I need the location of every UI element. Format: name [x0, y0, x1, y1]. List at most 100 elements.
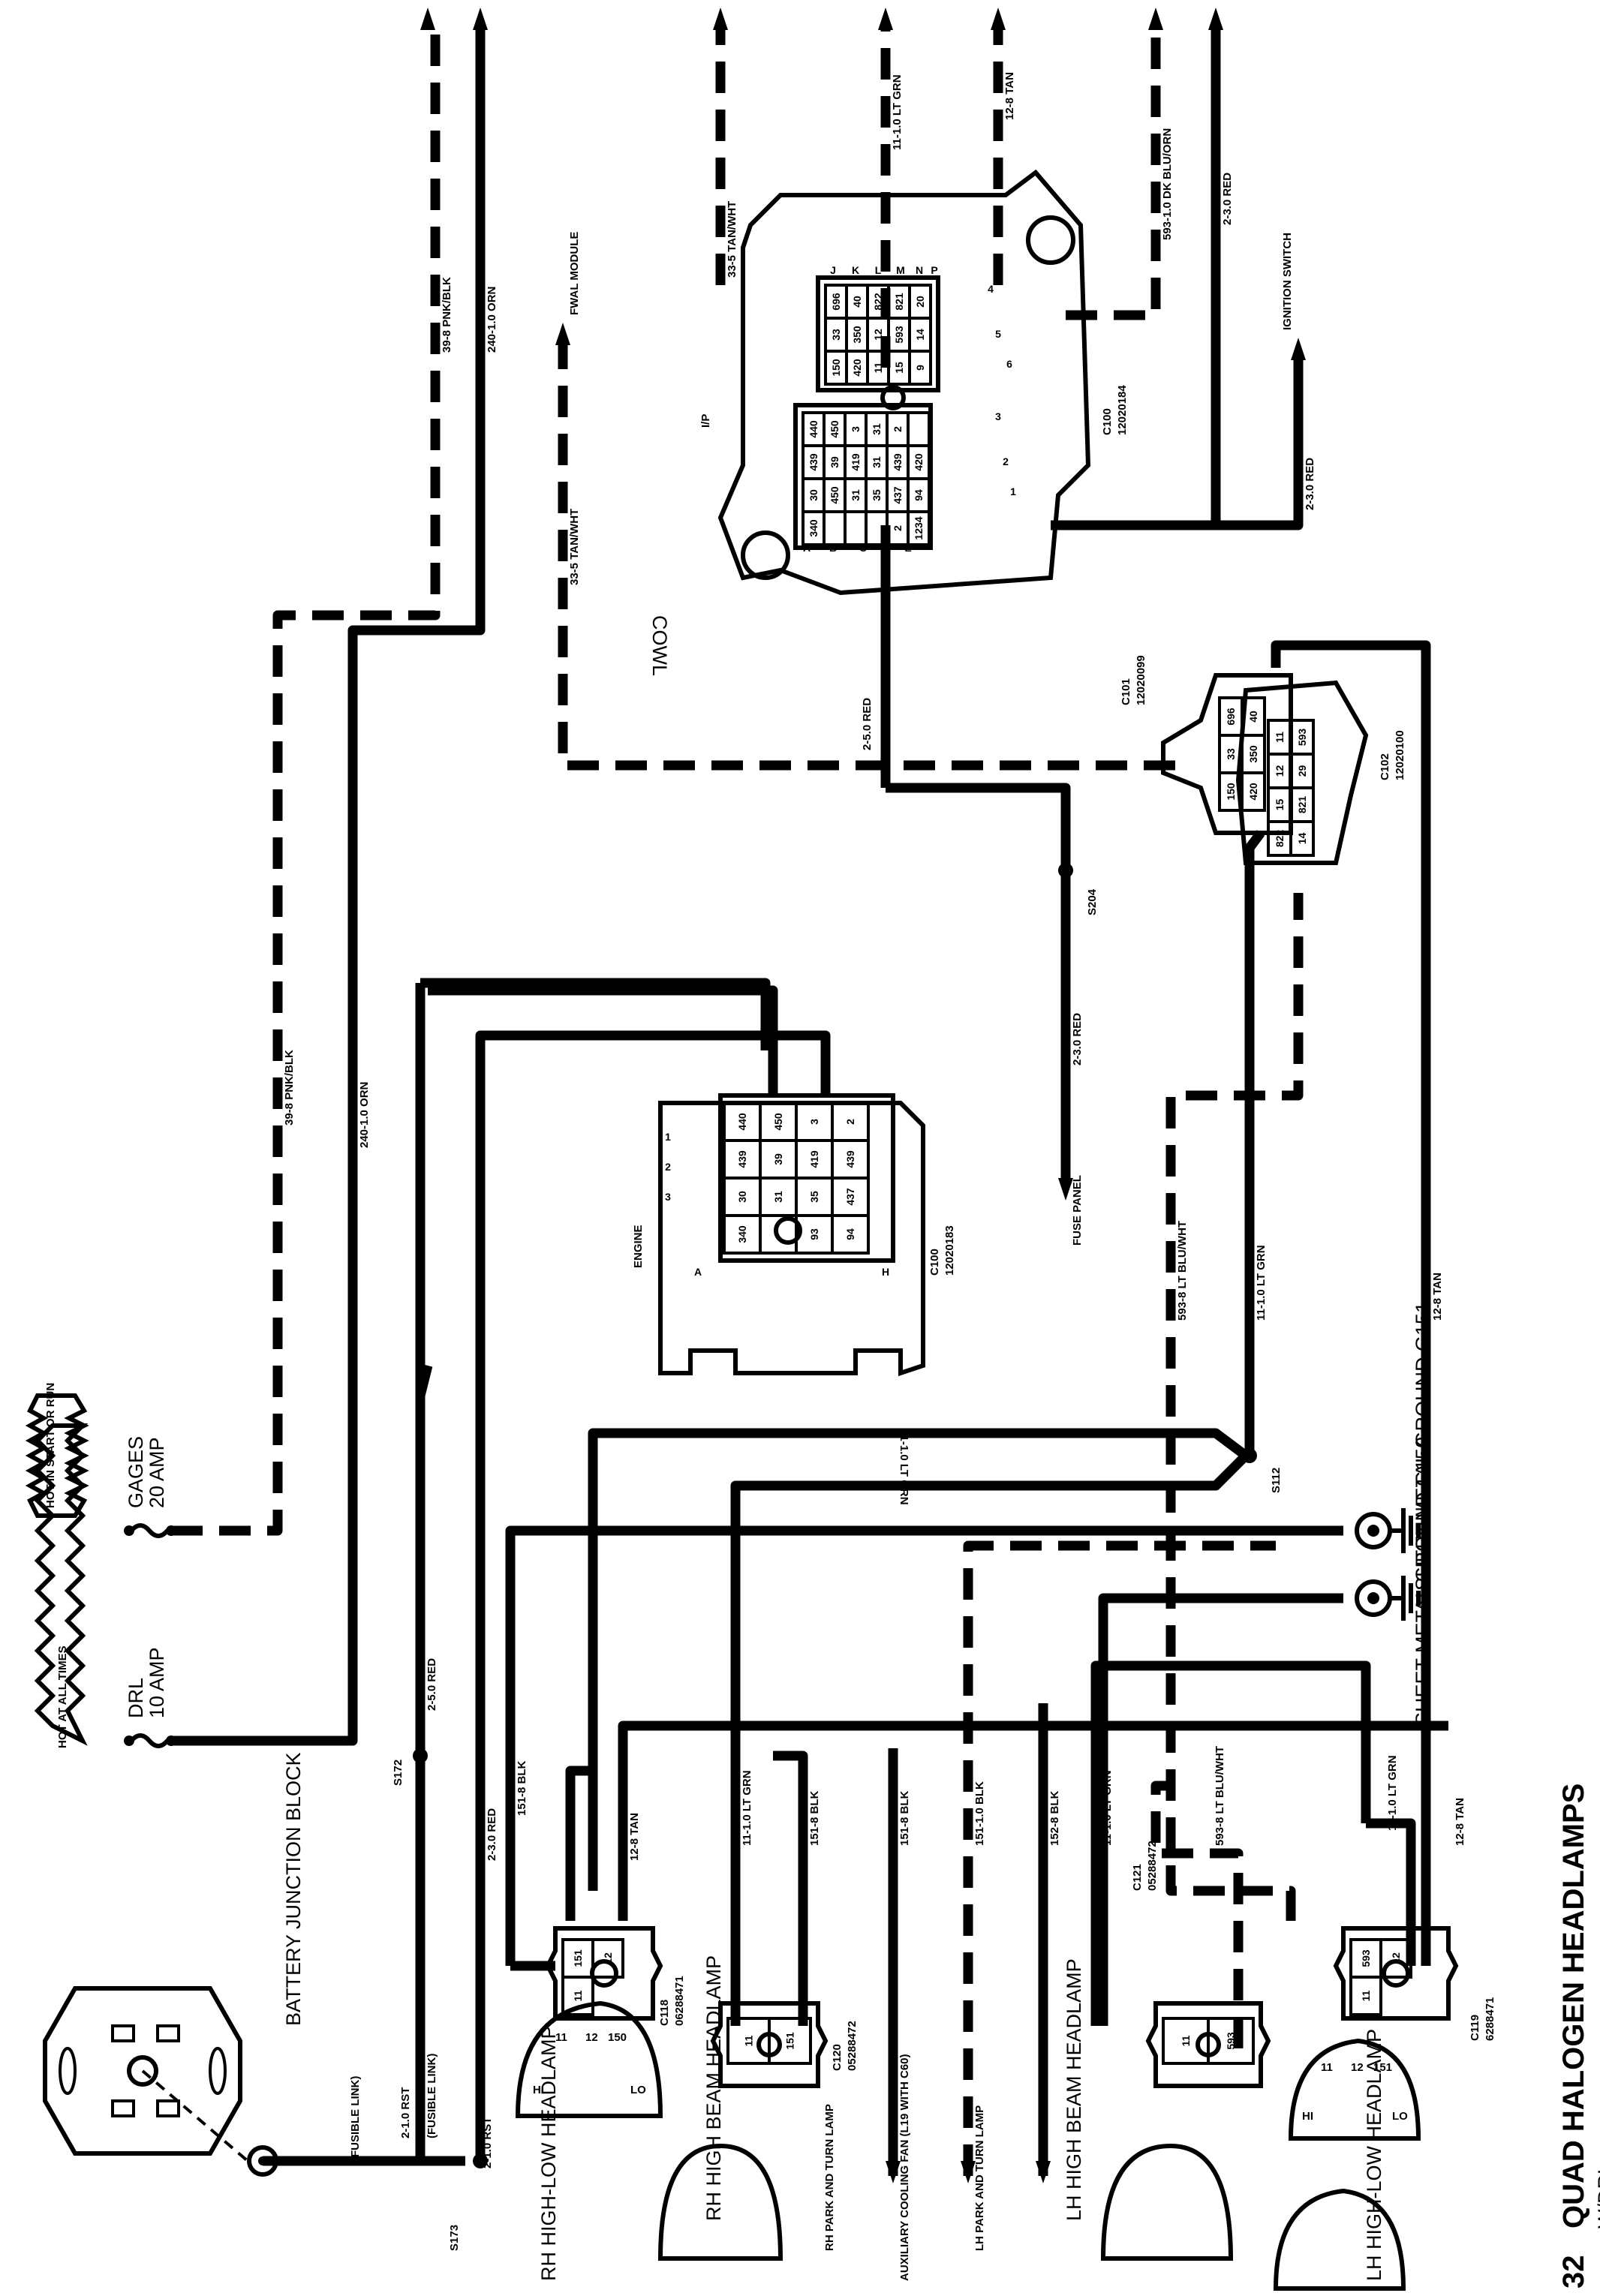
wire-label-pnk-lower: 39-8 PNK/BLK	[283, 1050, 296, 1125]
cavity-label: 31	[772, 1191, 784, 1203]
c118-name: C118	[658, 2000, 671, 2026]
cavity-label: 150	[830, 359, 842, 377]
wire-label-red3-ign: 2-3.0 RED	[1304, 458, 1316, 510]
lh-high-low-lamp-lower	[1273, 2188, 1406, 2291]
cavity-label: 31	[871, 456, 883, 468]
c119-part: 6288471	[1484, 1997, 1496, 2041]
c118-outline	[545, 1926, 663, 2021]
lh-hilo-lo: LO	[1392, 2110, 1408, 2123]
c100-engine-pin-a: A	[694, 1266, 702, 1278]
ground-g150-label: SHEET METAL GROUND G150	[1412, 1437, 1434, 1726]
cavity	[768, 2017, 812, 2065]
c100-ip-pin-d: D	[882, 542, 889, 554]
wire-pnk-blk-39	[171, 23, 441, 1536]
cavity-label: 420	[1247, 783, 1259, 801]
cavity-label: 11	[1360, 1990, 1372, 2001]
cavity	[1207, 2017, 1255, 2065]
c100-ip-pin-n: N	[916, 264, 923, 276]
cavity-label: 439	[736, 1150, 748, 1168]
wire-label-tan-rh: 12-8 TAN	[628, 1813, 641, 1861]
wire-label-ltgrn-s112: 11-1.0 LT GRN	[898, 1429, 910, 1505]
cavity-label: 437	[844, 1188, 856, 1206]
cavity	[1379, 1938, 1412, 1979]
cavity-label: 40	[851, 296, 863, 308]
c121-part: 05288472	[1146, 1841, 1159, 1891]
c100-ip-pin-b: B	[829, 542, 837, 554]
wire-label-red5-left: 2-5.0 RED	[426, 1658, 438, 1711]
cavity-label: 420	[851, 359, 863, 377]
cavity-label: 151	[572, 1949, 584, 1967]
c120-outline	[710, 2001, 829, 2088]
cavity-label: 450	[772, 1113, 784, 1131]
aux-fan-label: AUXILIARY COOLING FAN (L19 WITH C60)	[898, 2054, 911, 2281]
wire-label-blk-lhpark: 152-8 BLK	[1048, 1790, 1061, 1846]
wire-label-red3-fp: 2-3.0 RED	[1071, 1013, 1084, 1065]
cavity-label: 12	[602, 1952, 614, 1964]
wire-label-orn-upper: 240-1.0 ORN	[486, 287, 498, 353]
cavity-label: 31	[871, 423, 883, 435]
cavity	[844, 510, 868, 546]
c100-ip-outline	[717, 169, 1091, 596]
wire-lh-hb-blu	[1150, 1781, 1244, 2048]
cavity-label: 9	[914, 365, 926, 371]
wire-rh-hilo-11	[565, 1766, 593, 1921]
lh-high-low-label: LH HIGH-LOW HEADLAMP	[1363, 2029, 1385, 2281]
cavity-label: 340	[736, 1225, 748, 1243]
connector-c101-c102: C101 12020099 C102 12020100 696331504035…	[1120, 655, 1406, 865]
splice-s172: S172	[392, 1760, 405, 1786]
c100-ip-name: C100	[1101, 408, 1114, 435]
gages-hot-note-line1: HOT IN START OR RUN	[44, 1383, 57, 1508]
rh-high-low-lamp-shape	[515, 2000, 663, 2118]
cavity-label: 439	[892, 453, 904, 471]
c100-ip-pin-3: 3	[995, 410, 1001, 422]
cavity-label: 3	[808, 1119, 820, 1125]
cavity-label: 30	[808, 489, 820, 501]
cavity-label: 420	[913, 453, 925, 471]
battery-junction-block-label: BATTERY JUNCTION BLOCK	[282, 1752, 305, 2026]
wire-red-5-trunk	[420, 978, 771, 1050]
cavity-label: 419	[808, 1150, 820, 1168]
lh-high-low-headlamp: HI LO 11 12 151 LH HIGH-LOW HEADLAMP	[1273, 2029, 1421, 2291]
wire-label-ltgrn-lhhl: 11-1.0 LT GRN	[1386, 1755, 1399, 1831]
wire-red-s204	[886, 783, 1071, 1186]
cavity-label: 2	[892, 525, 904, 531]
c100-ip-pin-5: 5	[995, 328, 1001, 340]
cavity-label: 450	[829, 420, 841, 438]
wire-label-pnk-upper: 39-8 PNK/BLK	[441, 277, 453, 353]
wire-label-ltgrn-long: 11-1.0 LT GRN	[1255, 1245, 1268, 1321]
wire-label-blk-rhpark: 151-8 BLK	[898, 1790, 911, 1846]
rh-high-low-label: RH HIGH-LOW HEADLAMP	[537, 2025, 560, 2281]
cavity-label: 2	[844, 1119, 856, 1125]
cavity-label: 439	[844, 1150, 856, 1168]
gages-fuse-rating: 20 AMP	[146, 1437, 168, 1508]
cavity	[907, 510, 931, 546]
gages-fuse-name: GAGES	[125, 1436, 147, 1508]
wire-tan-12-long	[1271, 640, 1431, 1966]
wire-label-tan-top: 12-8 TAN	[1003, 72, 1016, 120]
cavity	[1241, 771, 1266, 812]
c120-part: 05288472	[846, 2021, 859, 2071]
wire-label-red3-topright: 2-3.0 RED	[1221, 173, 1234, 225]
cavity	[908, 350, 932, 386]
c100-ip-pin-2: 2	[1003, 455, 1009, 467]
cavity-label: 33	[1225, 748, 1237, 760]
cavity-label: 440	[736, 1113, 748, 1131]
cavity-label: 340	[808, 519, 820, 537]
cavity-label: 151	[784, 2032, 796, 2050]
fuse-gages: HOT IN START OR RUN GAGES 20 AMP	[25, 1383, 176, 1538]
wire-label-bluwht-lhhb: 593-8 LT BLU/WHT	[1214, 1746, 1226, 1846]
lh-hilo-t12: 12	[1351, 2061, 1364, 2074]
title-block: 32 QUAD HALOGEN HEADLAMPS W/DRL	[1557, 1784, 1600, 2288]
wire-label-tanwht-lower: 33-5 TAN/WHT	[568, 509, 581, 585]
cavity-label: 11	[572, 1990, 584, 2001]
rh-high-low-headlamp: HI LO 11 12 150 RH HIGH-LOW HEADLAMP	[515, 2000, 663, 2281]
ground-g151-label: SHEET METAL GROUND G151	[1412, 1302, 1434, 1591]
wire-label-fusible-link-2: (FUSIBLE LINK)	[349, 2076, 362, 2161]
cavity	[561, 1976, 594, 2016]
cowl-label: COWL	[648, 615, 671, 676]
wire-engine-c100-a	[428, 985, 778, 1095]
c118-cavity-grid: 151 11 12	[561, 1938, 624, 2016]
